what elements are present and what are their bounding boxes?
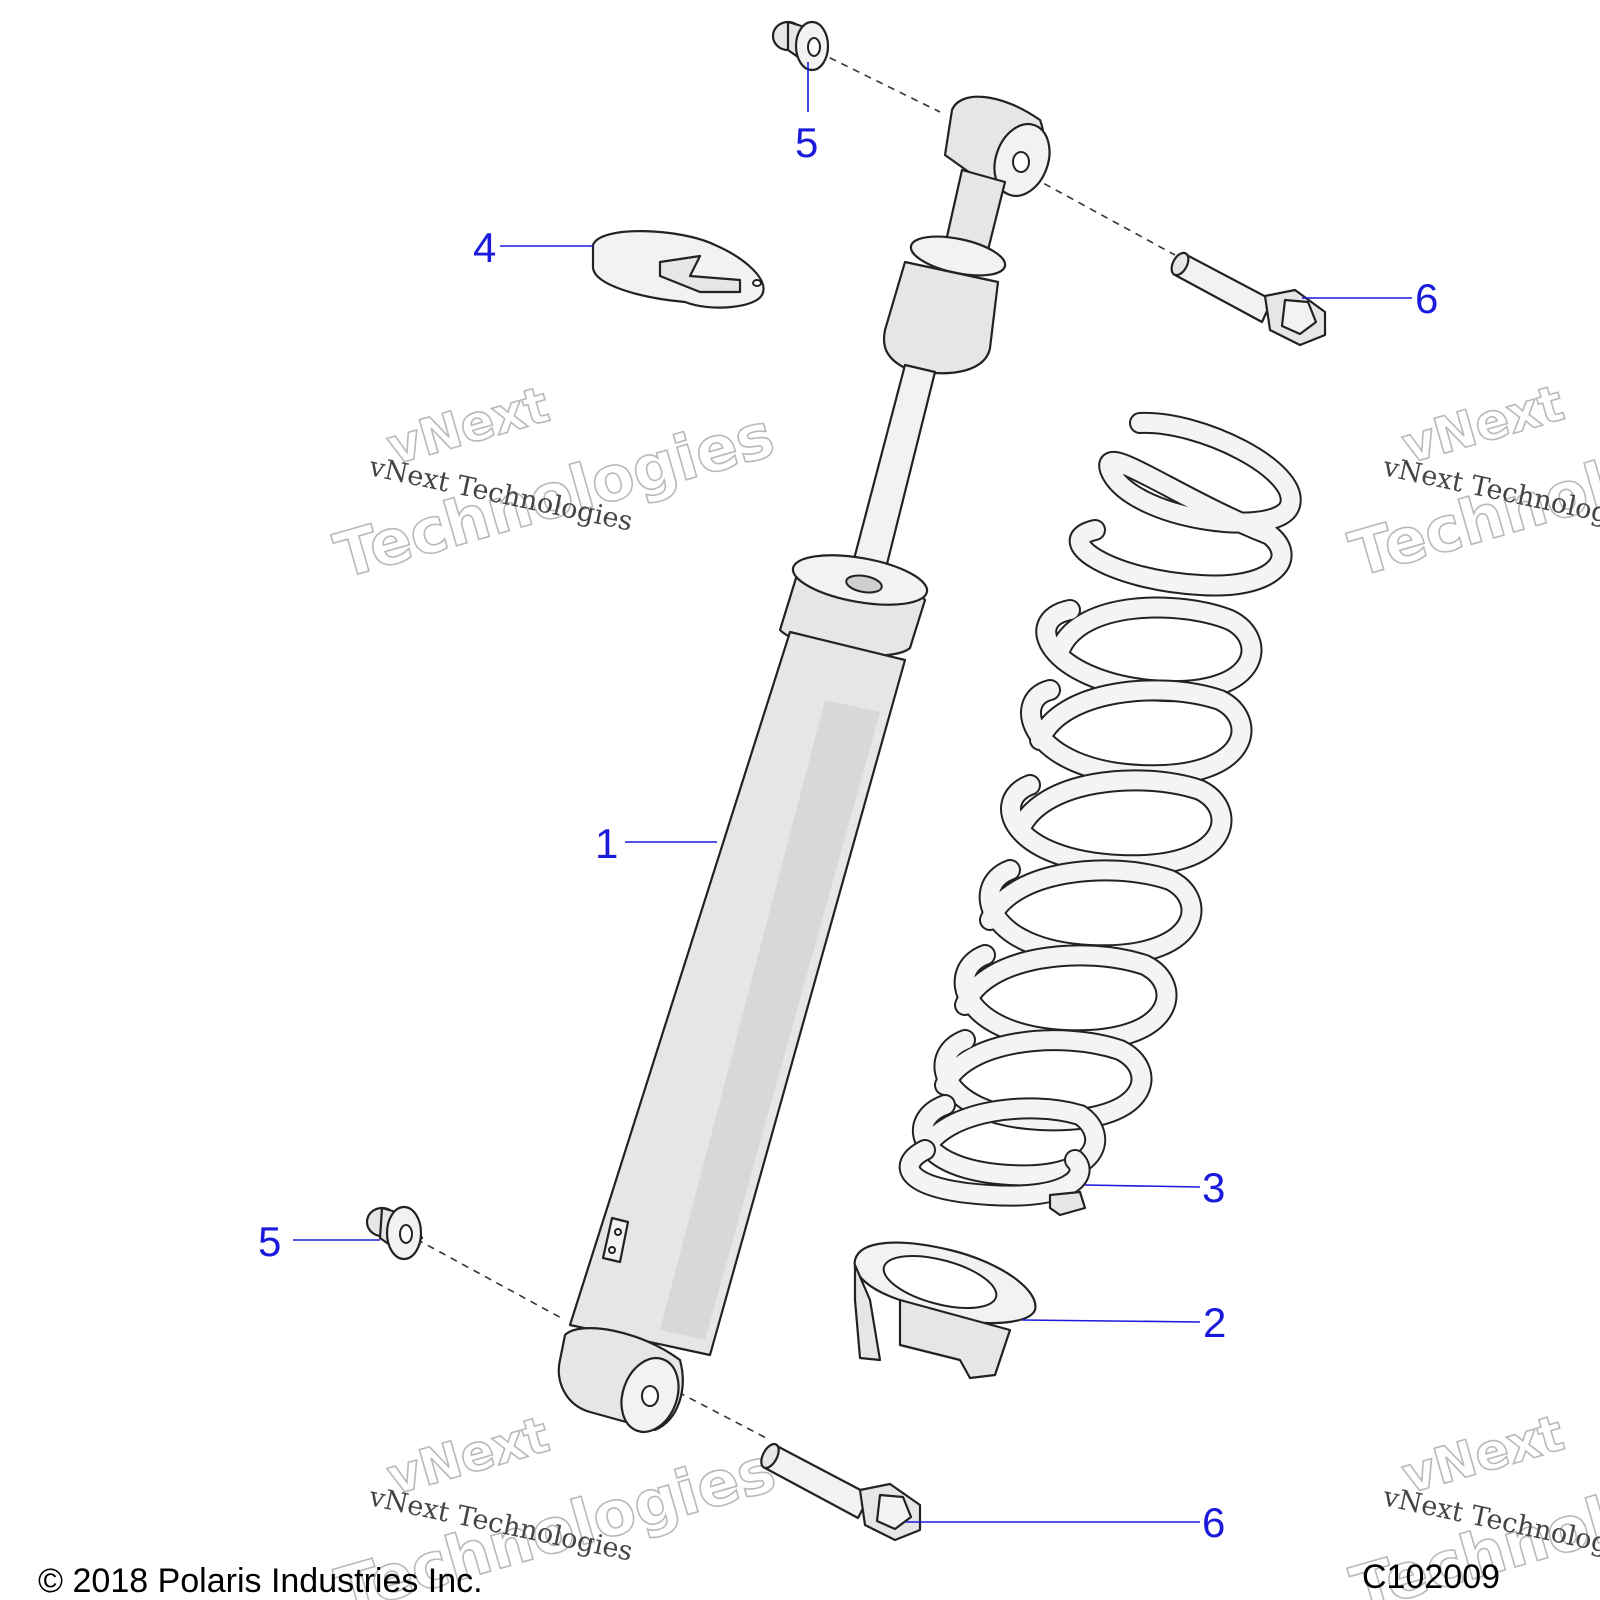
bolt-bottom[interactable] — [758, 1441, 922, 1542]
leader-spring — [1084, 1184, 1201, 1188]
callout-bolt-bottom[interactable]: 6 — [1202, 1499, 1225, 1546]
bushing-top[interactable] — [771, 20, 830, 72]
spring-retainer-plate[interactable] — [591, 230, 765, 309]
alignment-line-top-bushing — [817, 51, 941, 113]
leader-spring-seat — [1021, 1319, 1201, 1323]
watermark-top-right: vNext Technologies — [1341, 373, 1600, 592]
coil-spring[interactable] — [898, 411, 1302, 1217]
callout-spring-seat[interactable]: 2 — [1203, 1299, 1226, 1346]
copyright-text: © 2018 Polaris Industries Inc. — [38, 1562, 483, 1600]
callout-bolt-top[interactable]: 6 — [1415, 275, 1438, 322]
callout-spring[interactable]: 3 — [1202, 1164, 1225, 1211]
lower-spring-seat[interactable] — [853, 1241, 1037, 1380]
figure-code: C102009 — [1362, 1558, 1500, 1596]
alignment-line-bottom-bolt — [654, 1379, 771, 1441]
callout-bushing-bottom[interactable]: 5 — [258, 1218, 281, 1265]
shock-absorber[interactable] — [557, 95, 1059, 1440]
alignment-line-bottom-bushing — [404, 1232, 566, 1321]
callout-bushing-top[interactable]: 5 — [795, 119, 818, 166]
callout-shock[interactable]: 1 — [595, 820, 618, 867]
bushing-bottom[interactable] — [365, 1205, 424, 1261]
callout-plate[interactable]: 4 — [473, 224, 496, 271]
bolt-top[interactable] — [1168, 250, 1327, 347]
